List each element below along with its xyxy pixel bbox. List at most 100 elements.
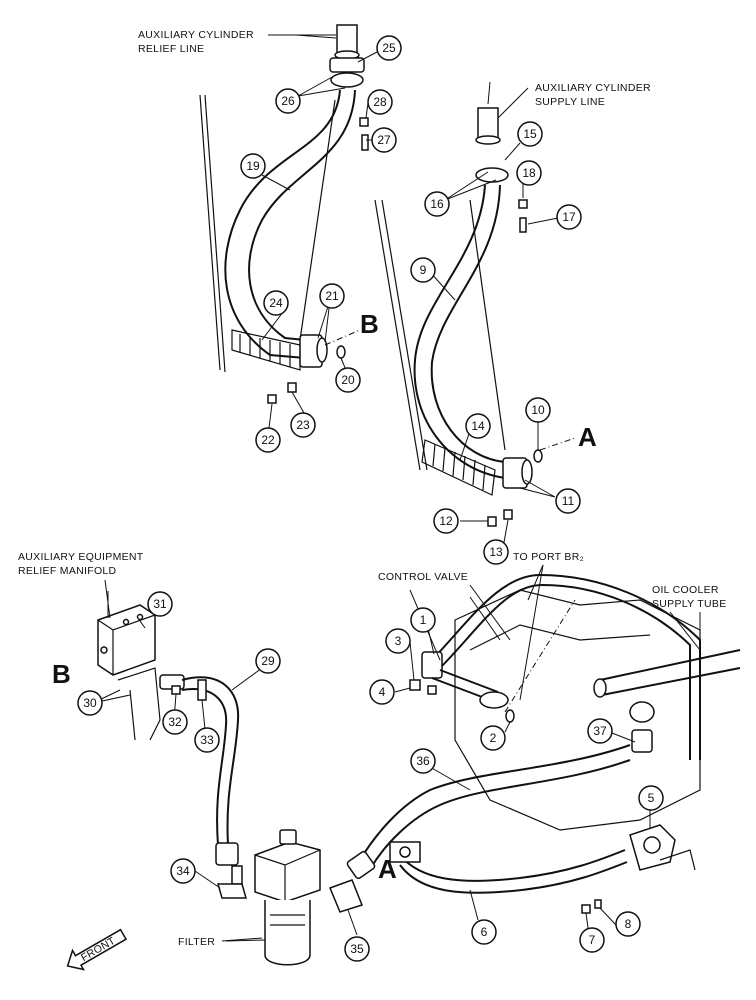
svg-text:29: 29 xyxy=(261,654,275,668)
svg-text:4: 4 xyxy=(379,685,386,699)
svg-text:20: 20 xyxy=(341,373,355,387)
svg-text:30: 30 xyxy=(83,696,97,710)
aux-equip-relief-manifold-label-1: AUXILIARY EQUIPMENT xyxy=(18,551,144,563)
filter-assembly xyxy=(217,829,363,966)
svg-text:9: 9 xyxy=(420,263,427,277)
callout-18: 18 xyxy=(516,160,542,186)
callout-6: 6 xyxy=(471,919,497,945)
callout-23: 23 xyxy=(290,412,316,438)
aux-cyl-relief-line-label-1: AUXILIARY CYLINDER xyxy=(138,29,254,41)
svg-text:22: 22 xyxy=(261,433,275,447)
svg-text:10: 10 xyxy=(531,403,545,417)
callout-1: 1 xyxy=(410,607,436,633)
callout-4: 4 xyxy=(369,679,395,705)
to-port-br2-label: TO PORT BR₂ xyxy=(513,551,584,563)
svg-text:15: 15 xyxy=(523,127,537,141)
svg-text:5: 5 xyxy=(648,791,655,805)
svg-text:16: 16 xyxy=(430,197,444,211)
callout-33: 33 xyxy=(194,727,220,753)
flange-16 xyxy=(475,167,509,183)
callout-32: 32 xyxy=(162,709,188,735)
svg-text:21: 21 xyxy=(325,289,339,303)
relief-line-hose-assembly xyxy=(224,24,369,404)
callout-13: 13 xyxy=(483,539,509,565)
control-valve-assembly xyxy=(346,573,741,914)
callout-26: 26 xyxy=(275,88,301,114)
filter-element xyxy=(264,900,311,966)
svg-text:37: 37 xyxy=(593,724,607,738)
connection-a-lower: A xyxy=(378,854,397,884)
flange-26 xyxy=(330,72,364,88)
callout-10: 10 xyxy=(525,397,551,423)
svg-text:36: 36 xyxy=(416,754,430,768)
svg-text:6: 6 xyxy=(481,925,488,939)
connection-a-upper: A xyxy=(578,422,597,452)
boom-outline xyxy=(199,94,506,471)
svg-text:33: 33 xyxy=(200,733,214,747)
tube-1-flange xyxy=(421,651,443,679)
callout-30: 30 xyxy=(77,690,103,716)
svg-text:35: 35 xyxy=(350,942,364,956)
svg-text:23: 23 xyxy=(296,418,310,432)
svg-text:2: 2 xyxy=(490,731,497,745)
svg-text:1: 1 xyxy=(420,613,427,627)
callout-37: 37 xyxy=(587,718,613,744)
callout-17: 17 xyxy=(556,204,582,230)
callout-36: 36 xyxy=(410,748,436,774)
leader-lines xyxy=(92,34,701,942)
callout-25: 25 xyxy=(376,35,402,61)
aux-equip-relief-manifold-label-2: RELIEF MANIFOLD xyxy=(18,565,117,577)
svg-text:28: 28 xyxy=(373,95,387,109)
svg-text:34: 34 xyxy=(176,864,190,878)
callout-22: 22 xyxy=(255,427,281,453)
callout-19: 19 xyxy=(240,153,266,179)
oil-cooler-supply-tube-label-2: SUPPLY TUBE xyxy=(652,598,727,610)
callout-12: 12 xyxy=(433,508,459,534)
callout-9: 9 xyxy=(410,257,436,283)
control-valve-label: CONTROL VALVE xyxy=(378,571,468,583)
callout-15: 15 xyxy=(517,121,543,147)
connection-b-lower: B xyxy=(52,659,71,689)
callout-35: 35 xyxy=(344,936,370,962)
svg-text:19: 19 xyxy=(246,159,260,173)
text-labels: AUXILIARY CYLINDER RELIEF LINE AUXILIARY… xyxy=(18,29,727,948)
filter-label: FILTER xyxy=(178,936,215,948)
supply-line-hose-assembly xyxy=(413,107,576,527)
callout-29: 29 xyxy=(255,648,281,674)
callout-34: 34 xyxy=(170,858,196,884)
o-ring-20 xyxy=(336,345,346,359)
svg-text:11: 11 xyxy=(562,494,575,508)
filter-head xyxy=(254,841,321,903)
o-ring-10 xyxy=(533,449,543,463)
callout-7: 7 xyxy=(579,927,605,953)
svg-text:3: 3 xyxy=(395,634,402,648)
callout-11: 11 xyxy=(555,488,581,514)
control-valve-body xyxy=(454,589,701,831)
callout-3: 3 xyxy=(385,628,411,654)
aux-cyl-supply-line-label-2: SUPPLY LINE xyxy=(535,96,605,108)
callout-20: 20 xyxy=(335,367,361,393)
callouts: 1 2 3 4 5 6 7 8 9 10 11 12 13 14 15 16 1… xyxy=(77,35,664,962)
svg-text:32: 32 xyxy=(168,715,182,729)
svg-text:8: 8 xyxy=(625,917,632,931)
label-leaders xyxy=(104,34,701,942)
callout-21: 21 xyxy=(319,283,345,309)
aux-cyl-relief-line-label-2: RELIEF LINE xyxy=(138,43,204,55)
callout-28: 28 xyxy=(367,89,393,115)
callout-8: 8 xyxy=(615,911,641,937)
svg-text:13: 13 xyxy=(489,545,503,559)
supply-line-fitting xyxy=(477,107,499,139)
connection-b-upper: B xyxy=(360,309,379,339)
hose-end-fitting xyxy=(215,842,239,866)
svg-text:7: 7 xyxy=(589,933,596,947)
callout-31: 31 xyxy=(147,591,173,617)
svg-text:18: 18 xyxy=(522,166,536,180)
callout-16: 16 xyxy=(424,191,450,217)
front-arrow-icon xyxy=(66,928,128,971)
svg-text:27: 27 xyxy=(377,133,391,147)
front-arrow: FRONT xyxy=(66,928,128,971)
svg-text:17: 17 xyxy=(562,210,576,224)
oil-cooler-supply-tube-label-1: OIL COOLER xyxy=(652,584,719,596)
svg-text:25: 25 xyxy=(382,41,396,55)
